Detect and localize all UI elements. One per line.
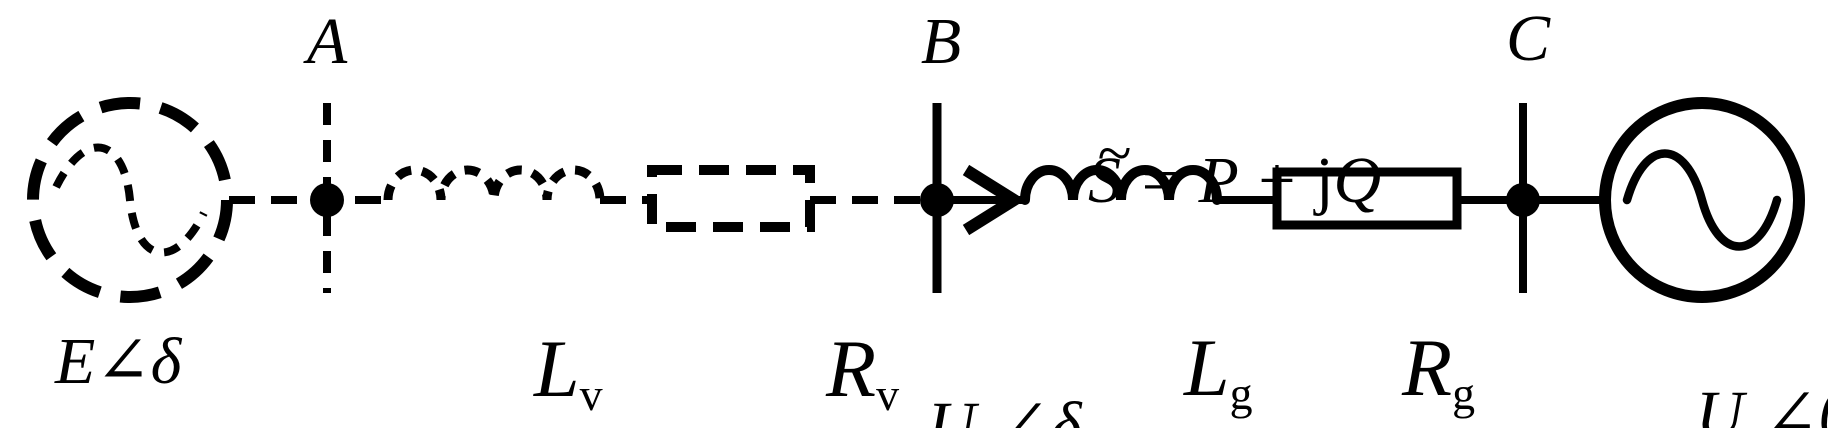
lg-subscript: g xyxy=(1229,367,1253,419)
equals-p-plus: = P + xyxy=(1121,144,1316,217)
inductor-lg-symbol xyxy=(1020,165,1222,205)
power-flow-label: ~S = P + jQ xyxy=(1022,82,1381,280)
inductor-lv-label: Lv xyxy=(452,246,604,428)
resistor-rv-label: Rv xyxy=(744,246,901,428)
tilde-mark: ~ xyxy=(1096,117,1131,188)
ug-angle: ∠0 xyxy=(1763,378,1828,428)
inductor-lv-symbol xyxy=(383,165,605,201)
resistor-rv-symbol xyxy=(647,165,815,232)
inductor-lg-label: Lg xyxy=(1102,245,1254,428)
node-a-label: A xyxy=(306,5,348,78)
node-a-dot xyxy=(310,183,344,217)
bus-c xyxy=(1506,103,1540,293)
node-c-label: C xyxy=(1505,2,1551,75)
ug-subscript: g xyxy=(1744,414,1762,428)
virtual-source-symbol xyxy=(27,97,233,303)
node-b-voltage-label: Uo∠δo xyxy=(862,327,1102,428)
q-symbol: Q xyxy=(1333,144,1382,217)
lg-symbol: L xyxy=(1184,322,1230,413)
rg-symbol: R xyxy=(1402,322,1453,413)
uo-symbol: U xyxy=(928,389,976,428)
sine-wave-icon xyxy=(52,143,208,257)
rg-subscript: g xyxy=(1452,367,1476,419)
source-ug-label: Ug∠0 xyxy=(1630,316,1828,428)
rv-subscript: v xyxy=(876,368,900,420)
node-c-dot xyxy=(1506,183,1540,217)
sine-wave-icon xyxy=(1622,149,1782,251)
j-symbol: j xyxy=(1315,144,1334,217)
uo-angle: ∠δ xyxy=(995,389,1082,428)
resistor-rg-label: Rg xyxy=(1320,245,1477,428)
source-e-label: E∠δ xyxy=(55,325,182,398)
grid-source-symbol xyxy=(1599,97,1805,303)
rv-symbol: R xyxy=(826,323,877,414)
lv-symbol: L xyxy=(534,323,580,414)
lv-subscript: v xyxy=(579,368,603,420)
s-tilde: ~S xyxy=(1088,121,1131,214)
power-flow-arrow-icon xyxy=(937,164,1026,236)
s-symbol: S xyxy=(1088,144,1121,217)
node-b-label: B xyxy=(920,5,962,78)
bus-a xyxy=(310,103,344,293)
ug-symbol: U xyxy=(1696,378,1744,428)
